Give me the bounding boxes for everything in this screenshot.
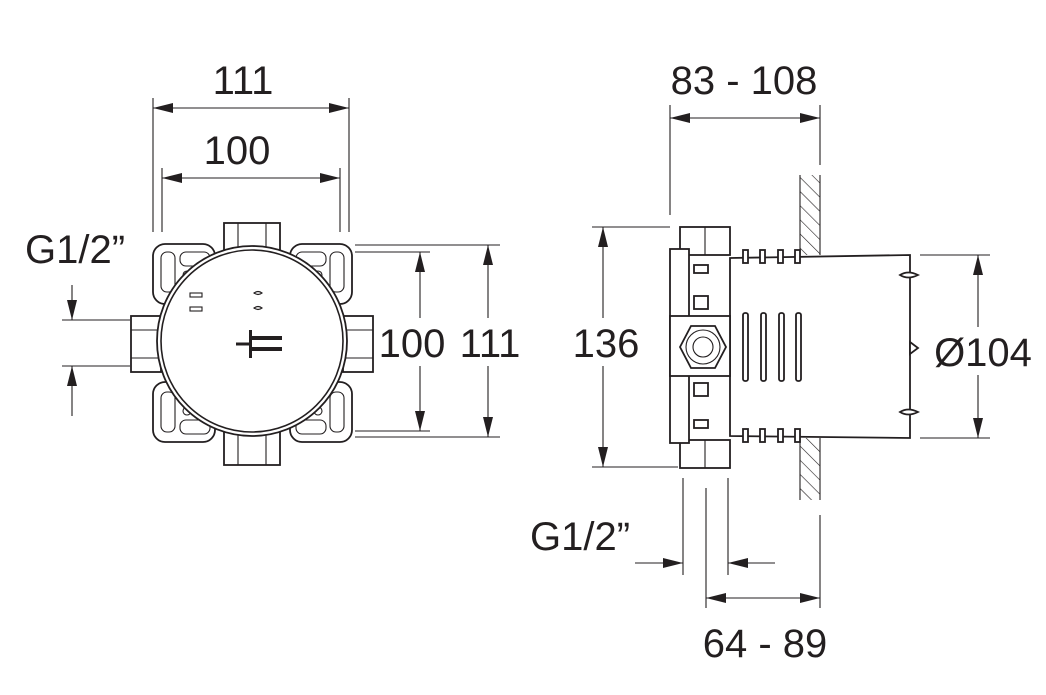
label-installation-depth: 83 - 108 <box>671 59 818 103</box>
dimension-wall-depth: 64 - 89 <box>703 488 828 666</box>
body-inner-ring <box>160 249 344 433</box>
sleeve-ribs <box>742 249 802 443</box>
label-wall-depth: 64 - 89 <box>703 622 828 666</box>
hex-fitting <box>678 325 728 369</box>
dimension-height: 136 <box>573 226 678 468</box>
label-inner-width: 100 <box>204 129 271 173</box>
dimension-overall-width: 111 <box>152 59 350 232</box>
wall-section <box>799 175 821 500</box>
body-markings <box>189 290 282 358</box>
dimension-outlet-thread: G1/2” <box>530 478 775 575</box>
mounting-sleeve <box>729 254 911 439</box>
label-overall-width: 111 <box>213 59 274 103</box>
label-height: 136 <box>573 322 640 366</box>
side-view: 83 - 108 136 Ø104 G1/2” <box>530 59 1032 666</box>
dimension-diameter: Ø104 <box>920 254 1032 439</box>
front-view: 111 100 100 111 G1/2” <box>25 59 521 466</box>
sleeve-clips <box>898 271 921 416</box>
label-inner-height: 100 <box>379 322 446 366</box>
connection-ports <box>130 222 374 466</box>
plate-squares <box>693 264 709 429</box>
dimension-inner-width: 100 <box>161 129 341 232</box>
dimension-heights: 100 111 <box>355 244 521 438</box>
dimension-installation-depth: 83 - 108 <box>669 59 821 215</box>
label-outlet-thread: G1/2” <box>530 515 630 559</box>
label-inlet-thread: G1/2” <box>25 228 125 272</box>
label-diameter: Ø104 <box>934 331 1032 375</box>
label-overall-height: 111 <box>460 322 521 366</box>
dimension-inlet-thread: G1/2” <box>25 228 130 416</box>
